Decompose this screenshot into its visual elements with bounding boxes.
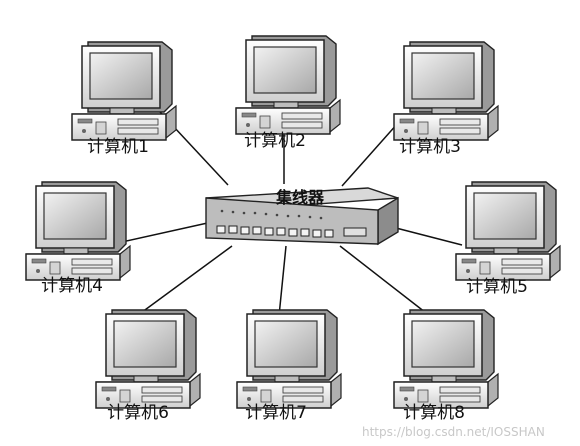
cable-pc5 bbox=[395, 227, 463, 246]
cable-pc8 bbox=[339, 245, 431, 317]
hub: 集线器 bbox=[205, 187, 399, 246]
computer-label-7: 计算机7 bbox=[245, 403, 307, 423]
watermark: https://blog.csdn.net/IOSSHAN bbox=[362, 425, 545, 439]
computer-2: 计算机2 bbox=[235, 35, 341, 151]
hub-label: 集线器 bbox=[275, 188, 325, 207]
cable-pc7 bbox=[278, 245, 287, 317]
computer-6: 计算机6 bbox=[95, 309, 201, 423]
computer-label-3: 计算机3 bbox=[399, 137, 461, 157]
computer-label-6: 计算机6 bbox=[107, 403, 169, 423]
computer-5: 计算机5 bbox=[455, 181, 561, 297]
computer-label-8: 计算机8 bbox=[403, 403, 465, 423]
computer-label-5: 计算机5 bbox=[466, 277, 528, 297]
cable-pc4 bbox=[121, 221, 213, 243]
computer-4: 计算机4 bbox=[25, 181, 131, 296]
cable-pc6 bbox=[133, 245, 233, 319]
computer-1: 计算机1 bbox=[71, 41, 177, 157]
computer-8: 计算机8 bbox=[393, 309, 499, 423]
computer-3: 计算机3 bbox=[393, 41, 499, 157]
computer-label-4: 计算机4 bbox=[41, 276, 103, 296]
computer-label-1: 计算机1 bbox=[87, 137, 149, 157]
computer-7: 计算机7 bbox=[236, 309, 342, 423]
computer-label-2: 计算机2 bbox=[244, 131, 306, 151]
